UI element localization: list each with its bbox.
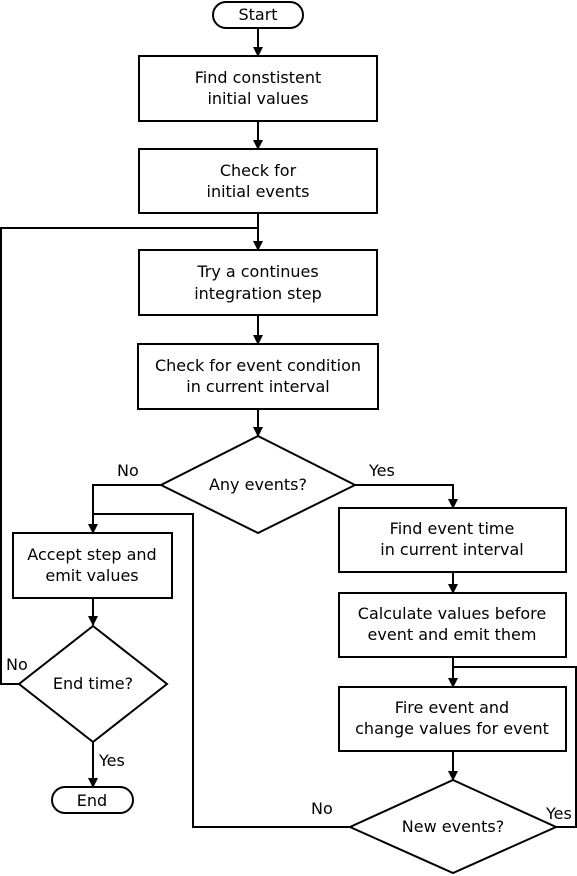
connectors [0,28,577,828]
node-calc-values-line-2: event and emit them [368,625,537,644]
process-box [12,532,173,599]
edge-label-new-yes: Yes [545,804,572,823]
node-new-events-label: New events? [402,817,504,836]
node-calc-values: Calculate values before event and emit t… [338,592,567,658]
decision-diamond [17,624,169,744]
process-box [338,592,567,658]
node-accept-step-line-2: emit values [45,566,138,585]
node-find-event-time-line-2: in current interval [380,540,523,559]
node-end-time-label: End time? [53,674,133,693]
node-fire-event-line-2: change values for event [355,719,549,738]
node-any-events-label: Any events? [209,475,307,494]
node-try-step-line-1: Try a continues [196,262,318,281]
node-try-step-line-2: integration step [194,284,322,303]
process-box [138,249,378,316]
node-check-condition-line-1: Check for event condition [155,356,361,375]
node-check-condition-line-2: in current interval [186,377,329,396]
node-check-initial: Check for initial events [138,148,378,214]
node-try-step: Try a continues integration step [138,249,378,316]
edge-new-events-no [93,513,350,828]
edge-labels: No Yes No Yes No Yes [6,461,572,823]
node-find-event-time-line-1: Find event time [390,519,515,538]
node-fire-event: Fire event and change values for event [338,686,567,752]
edge-label-any-no: No [117,461,139,480]
process-box [338,507,567,573]
decision-diamond [158,434,358,535]
node-end: End [51,786,134,814]
edge-label-end-no: No [6,655,28,674]
node-find-values-line-2: initial values [207,89,308,108]
edge-any-events-yes [355,484,458,509]
decision-diamond [347,778,559,875]
node-calc-values-line-1: Calculate values before [358,604,546,623]
node-fire-event-line-1: Fire event and [395,698,509,717]
edge-label-end-yes: Yes [98,751,125,770]
process-box [138,55,378,122]
edge-new-events-yes [453,666,577,828]
node-find-event-time: Find event time in current interval [338,507,567,573]
node-find-values: Find constistent initial values [138,55,378,122]
node-find-values-line-1: Find constistent [195,68,322,87]
node-end-time: End time? [17,624,169,744]
node-accept-step: Accept step and emit values [12,532,173,599]
node-any-events: Any events? [158,434,358,535]
terminator-shape [51,786,134,814]
process-box [138,148,378,214]
node-check-initial-line-1: Check for [220,161,297,180]
edge-end-time-no-loop [0,227,258,685]
edge-label-any-yes: Yes [368,461,395,480]
node-end-label: End [77,791,107,810]
node-start: Start [212,1,304,29]
terminator-shape [212,1,304,29]
node-check-condition: Check for event condition in current int… [137,343,379,410]
process-box [338,686,567,752]
process-box [137,343,379,410]
node-check-initial-line-2: initial events [207,182,310,201]
edge-any-events-no [88,484,161,534]
node-new-events: New events? [347,778,559,875]
node-accept-step-line-1: Accept step and [27,545,156,564]
edge-label-new-no: No [311,799,333,818]
node-start-label: Start [238,5,277,24]
